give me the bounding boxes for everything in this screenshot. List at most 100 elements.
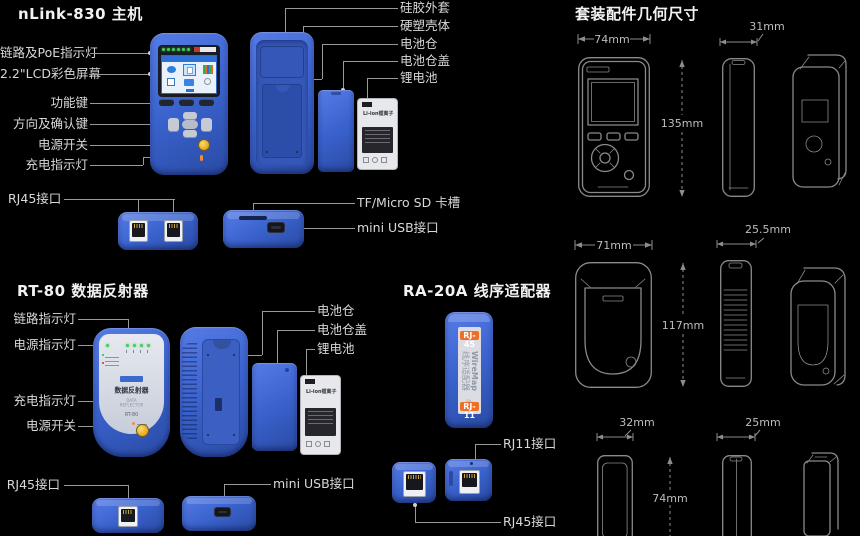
screen-icon	[167, 66, 176, 73]
led-tick-marks	[126, 350, 151, 353]
section-title-ra20a: RA-20A 线序适配器	[403, 282, 552, 300]
dim-value: 31mm	[749, 20, 784, 33]
outline-ra20a-side	[722, 455, 752, 536]
led-dot	[187, 48, 190, 51]
rj45-port	[403, 471, 426, 497]
label-mini-usb-main: mini USB接口	[357, 220, 439, 235]
label-hard-shell: 硬塑壳体	[400, 18, 451, 33]
screen-icon	[203, 65, 213, 74]
tf-card-slot	[239, 216, 267, 220]
leader-line	[90, 103, 156, 104]
function-key	[179, 99, 194, 106]
leader-line	[78, 345, 104, 346]
screw-dot	[207, 434, 209, 436]
top-face-highlight	[186, 498, 252, 504]
screw-dot	[233, 354, 235, 356]
adapter-text-cn: 线序适配器	[461, 351, 470, 391]
leader-line	[306, 349, 315, 350]
leader-line	[90, 124, 164, 125]
screw-dot	[233, 434, 235, 436]
led-dot	[167, 48, 170, 51]
leader-line	[173, 199, 174, 215]
rt80-charge-led	[132, 422, 135, 425]
nlink830-front-view	[150, 33, 228, 175]
led-dot	[133, 344, 136, 347]
rt80-front-view: 数据反射器 DATA REFLECTOR RT-80	[93, 328, 170, 457]
led-dot	[147, 344, 150, 347]
battery-cert-icons	[306, 441, 330, 447]
screen-icon	[184, 79, 194, 86]
function-key	[199, 99, 214, 106]
rt80-battery-bay	[202, 339, 240, 445]
leader-dot	[413, 503, 417, 507]
outline-ra20a-front	[597, 455, 633, 536]
brand-logo	[194, 47, 216, 52]
leader-line	[343, 61, 398, 62]
charge-led	[200, 155, 203, 161]
battery-contacts	[305, 379, 315, 384]
section-title-nlink830: nLink-830 主机	[18, 5, 143, 23]
screen-bezel	[158, 45, 220, 97]
dim-value: 71mm	[596, 239, 631, 252]
screen-icon-selected	[183, 64, 196, 76]
mini-usb-port	[267, 222, 285, 233]
label-rt80-li-battery: 锂电池	[317, 341, 355, 356]
leader-line	[240, 355, 262, 356]
rj11-port	[459, 470, 480, 494]
battery-text: Li-ion锂离子	[306, 388, 337, 395]
rt80-face-panel: 数据反射器 DATA REFLECTOR RT-80	[99, 334, 164, 434]
screw-dot	[207, 354, 209, 356]
dpad-down	[183, 130, 197, 137]
section-title-rt80: RT-80 数据反射器	[17, 282, 149, 300]
dimension-drawings: 74mm 135mm 31mm	[574, 19, 847, 536]
leader-line	[415, 505, 416, 522]
label-direction-ok-keys: 方向及确认键	[12, 116, 88, 131]
cert-icon	[306, 441, 312, 447]
leader-line	[253, 203, 355, 204]
leader-line	[143, 157, 144, 165]
outline-nlink-side	[722, 58, 755, 197]
top-face-highlight	[448, 461, 489, 467]
rt80-back-view	[180, 327, 248, 457]
label-ra20a-rj11: RJ11接口	[503, 436, 557, 451]
rt80-face-name: 数据反射器	[114, 386, 149, 395]
leader-line	[285, 8, 286, 38]
leader-line	[475, 444, 476, 461]
dim-depth-row1: 31mm	[719, 19, 788, 46]
dpad-left	[168, 118, 179, 131]
leader-line	[343, 61, 344, 90]
dim-width-row3: 32mm	[596, 415, 657, 441]
led-dot	[172, 48, 175, 51]
top-face-highlight	[122, 214, 194, 221]
battery-contacts	[362, 102, 372, 107]
cert-icon	[315, 441, 321, 447]
outline-nlink-front	[578, 57, 650, 197]
leader-line	[78, 319, 128, 320]
dim-width-row1: 74mm	[577, 32, 651, 46]
leader-line	[224, 484, 225, 502]
leader-line	[285, 8, 398, 9]
outline-ra20a-3d	[803, 452, 839, 536]
dim-value: 74mm	[594, 33, 629, 46]
leader-line	[303, 26, 398, 27]
legend-dot-green	[102, 354, 104, 356]
cert-icon	[363, 157, 369, 163]
label-rt80-charge-led: 充电指示灯	[13, 393, 76, 408]
ra20a-end-view-rj11	[445, 459, 492, 501]
rj45-port	[129, 220, 148, 242]
label-battery-bay: 电池仓	[400, 36, 438, 51]
leader-line	[306, 79, 322, 80]
dim-height-row2: 117mm	[660, 263, 706, 387]
leader-line	[277, 330, 315, 331]
label-rt80-battery-cover: 电池仓盖	[317, 322, 368, 337]
dim-height-row1: 135mm	[660, 60, 704, 197]
lcd-screen	[161, 55, 217, 94]
adapter-cap-top	[448, 314, 490, 322]
dim-depth-row2: 25.5mm	[716, 222, 794, 248]
label-rj45-main: RJ45接口	[8, 191, 62, 206]
rt80-face-model: RT-80	[124, 411, 139, 418]
back-inner-panel	[256, 40, 308, 166]
legend-dot-red	[102, 362, 104, 364]
cert-icon	[381, 157, 387, 163]
outline-rt80-front	[575, 262, 652, 388]
